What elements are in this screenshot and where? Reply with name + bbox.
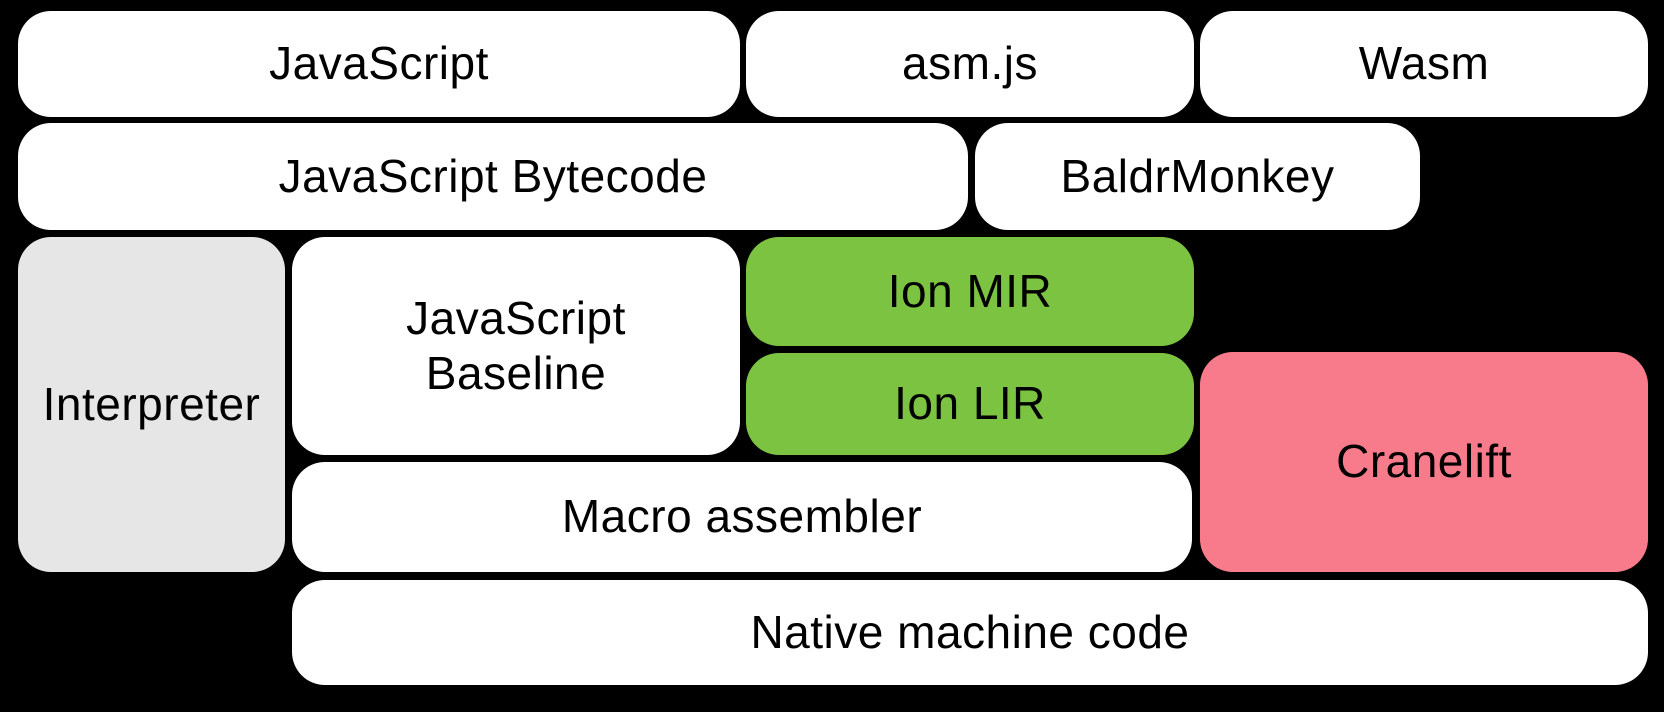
interpreter-box: Interpreter bbox=[18, 237, 285, 572]
ion-lir-box: Ion LIR bbox=[746, 353, 1194, 455]
asmjs-box: asm.js bbox=[746, 11, 1194, 117]
javascript-baseline-label: JavaScript Baseline bbox=[406, 291, 626, 399]
wasm-box: Wasm bbox=[1200, 11, 1648, 117]
native-machine-code-box: Native machine code bbox=[292, 580, 1648, 685]
javascript-bytecode-box: JavaScript Bytecode bbox=[18, 123, 968, 230]
baldrmonkey-label: BaldrMonkey bbox=[1060, 149, 1335, 202]
javascript-label: JavaScript bbox=[269, 37, 489, 90]
macro-assembler-box: Macro assembler bbox=[292, 462, 1192, 572]
wasm-label: Wasm bbox=[1358, 37, 1490, 90]
javascript-box: JavaScript bbox=[18, 11, 740, 117]
ion-mir-label: Ion MIR bbox=[887, 264, 1053, 317]
native-machine-code-label: Native machine code bbox=[750, 605, 1190, 658]
macro-assembler-label: Macro assembler bbox=[561, 490, 923, 543]
baldrmonkey-box: BaldrMonkey bbox=[975, 123, 1420, 230]
ion-mir-box: Ion MIR bbox=[746, 237, 1194, 346]
javascript-baseline-box: JavaScript Baseline bbox=[292, 237, 740, 455]
cranelift-box: Cranelift bbox=[1200, 352, 1648, 572]
asmjs-label: asm.js bbox=[902, 37, 1038, 90]
javascript-bytecode-label: JavaScript Bytecode bbox=[278, 149, 708, 202]
cranelift-label: Cranelift bbox=[1336, 435, 1512, 488]
ion-lir-label: Ion LIR bbox=[894, 377, 1046, 430]
interpreter-label: Interpreter bbox=[42, 377, 261, 430]
